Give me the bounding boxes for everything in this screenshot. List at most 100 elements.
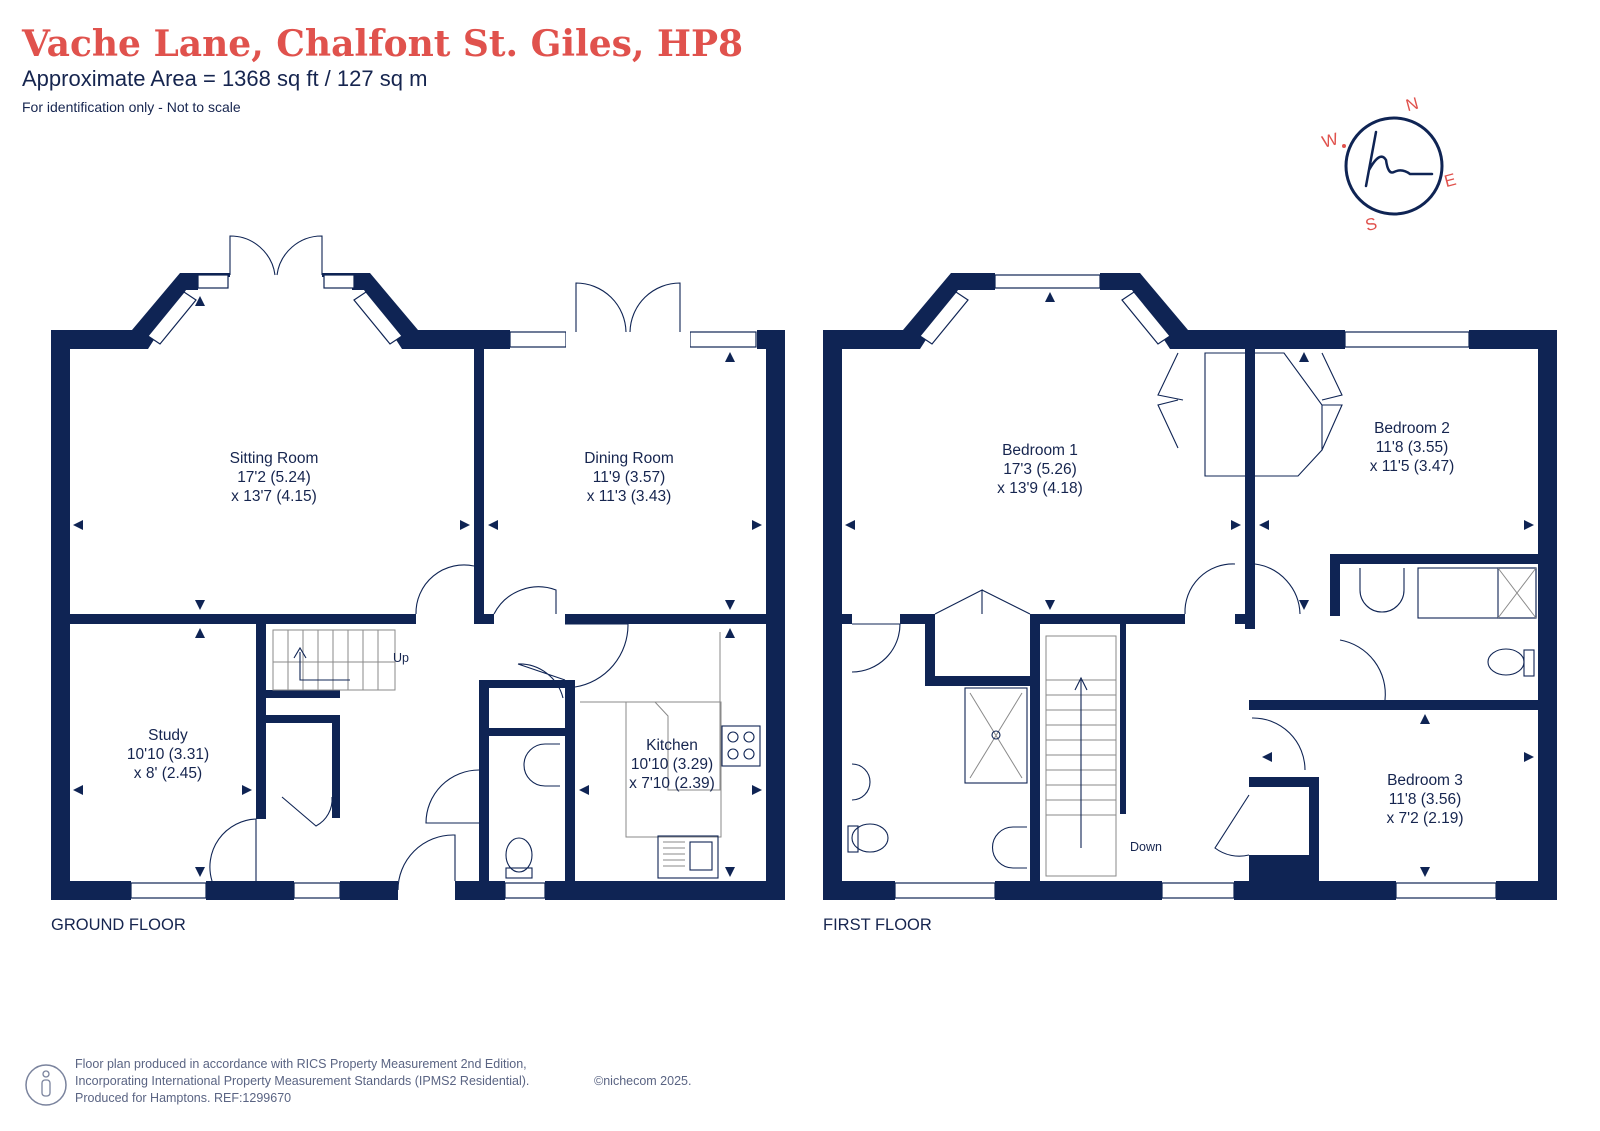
ff-shower-icon (964, 687, 1028, 784)
bedroom-2-dim1: 11'8 (3.55) (1376, 439, 1448, 456)
ff-ensuite-toilet-icon (1487, 648, 1525, 676)
ff-north-wall-right (1469, 330, 1557, 349)
ff-bathroom-window (894, 882, 996, 899)
gf-study-window (130, 882, 207, 899)
kitchen-dim1: 10'10 (3.29) (631, 756, 713, 773)
ff-bathroom-bidet-icon (851, 763, 871, 801)
bedroom-2-dim2: x 11'5 (3.47) (1370, 458, 1455, 475)
gf-cupboard-door (281, 796, 333, 827)
compass-ring (1344, 116, 1444, 216)
gf-hall-window (293, 882, 341, 899)
ff-bed3-door (1251, 717, 1306, 771)
gf-dining-door (493, 586, 557, 615)
sitting-room-dim1: 17'2 (5.24) (237, 469, 311, 486)
gf-dining-window-right (689, 331, 757, 348)
ff-bed3-west-wall (1309, 777, 1319, 900)
gf-dining-french-doors (575, 282, 681, 333)
ff-bed2-window (1344, 331, 1470, 348)
gf-sitting-french-doors (229, 235, 323, 276)
compass-dot (1342, 144, 1346, 148)
approximate-area: Approximate Area = 1368 sq ft / 127 sq m (22, 66, 427, 91)
ff-bay-window-left (919, 291, 969, 345)
ff-ensuite-basin-icon (1359, 568, 1405, 613)
gf-wc-toilet-icon (505, 837, 533, 873)
gf-kitchen-door (565, 623, 629, 688)
ff-bath-icon (1417, 567, 1537, 619)
footer-line-1: Floor plan produced in accordance with R… (75, 1057, 527, 1071)
gf-bay-window-right (353, 291, 403, 345)
bedroom-3-name: Bedroom 3 (1387, 772, 1463, 789)
gf-dining-kitchen-wall (565, 614, 766, 624)
bedroom-1-dim2: x 13'9 (4.18) (997, 480, 1083, 497)
footer: Floor plan produced in accordance with R… (25, 1057, 691, 1106)
gf-study-east-wall (256, 624, 266, 819)
gf-south-wall-1 (51, 881, 131, 900)
ff-bed1-bed2-wall (1245, 349, 1255, 629)
ff-east-wall (1538, 330, 1557, 900)
ff-west-wall (823, 330, 842, 900)
footer-line-2: Incorporating International Property Mea… (75, 1074, 529, 1088)
study-name: Study (148, 727, 188, 744)
dining-room-name: Dining Room (584, 450, 674, 467)
identification-note: For identification only - Not to scale (22, 99, 241, 115)
ff-bed3-window (1395, 882, 1497, 899)
gf-dimension-arrows (73, 296, 762, 877)
ff-bed1-door (1184, 563, 1236, 615)
ff-staircase (1045, 635, 1117, 877)
ff-bay-right (1100, 273, 1188, 349)
study-dim2: x 8' (2.45) (134, 765, 202, 782)
gf-front-door (397, 834, 456, 891)
bedroom-2-name: Bedroom 2 (1374, 420, 1450, 437)
gf-hob-icon (721, 725, 761, 767)
ff-airing-cupboard-door (1214, 794, 1250, 857)
footer-line-3: Produced for Hamptons. REF:1299670 (75, 1091, 291, 1105)
ff-wardrobe-doors-bed2 (1321, 352, 1343, 451)
gf-wc-door (425, 769, 480, 824)
compass-south: S (1363, 214, 1379, 235)
gf-dining-window-left (509, 331, 567, 348)
compass-logo: N E S W (1320, 94, 1458, 235)
bedroom-1-dim1: 17'3 (5.26) (1003, 461, 1077, 478)
gf-bay-right (352, 273, 418, 349)
gf-study-door (209, 818, 257, 882)
kitchen-name: Kitchen (646, 737, 698, 754)
gf-sitting-study-wall (70, 614, 416, 624)
ff-bed2-door (1254, 563, 1301, 615)
sitting-room-name: Sitting Room (230, 450, 319, 467)
ff-bay-window-centre (994, 274, 1101, 289)
ground-floor: Up (51, 235, 785, 900)
gf-north-wall-left (51, 330, 140, 349)
gf-wc-window (504, 882, 546, 899)
gf-north-wall-mid (410, 330, 510, 349)
ff-ensuite-door (1339, 639, 1386, 701)
ff-stairs-label: Down (1130, 840, 1162, 854)
dining-room-dim1: 11'9 (3.57) (593, 469, 665, 486)
gf-wc-west-wall (479, 680, 489, 900)
ff-dimension-arrows (845, 292, 1534, 877)
ground-floor-label: GROUND FLOOR (51, 916, 186, 934)
ff-cupboard-doors (934, 589, 1031, 615)
ff-bed3-north-wall (1249, 700, 1538, 710)
ff-bathroom-basin-icon (991, 826, 1027, 869)
gf-wc-basin-icon (523, 743, 560, 787)
compass-west: W (1320, 129, 1340, 152)
gf-bay-window-left (147, 291, 197, 345)
ff-north-wall-left (823, 330, 911, 349)
gf-stairs-label: Up (393, 651, 409, 665)
gf-store-door (517, 663, 566, 699)
ff-wardrobe-doors-bed1 (1157, 352, 1184, 449)
ff-landing-window (1161, 882, 1235, 899)
footer-copyright: ©nichecom 2025. (594, 1074, 691, 1088)
ff-bathroom-east-wall (1030, 624, 1040, 900)
gf-north-wall-right (757, 330, 785, 349)
ff-ensuite-north-wall (1330, 554, 1538, 564)
first-floor-label: FIRST FLOOR (823, 916, 932, 934)
gf-kitchen-west-wall (565, 680, 575, 900)
gf-sink-icon (657, 835, 719, 879)
compass-north: N (1404, 94, 1421, 116)
page-title: Vache Lane, Chalfont St. Giles, HP8 (21, 23, 743, 65)
ff-wardrobe-bed1 (1204, 352, 1323, 477)
kitchen-dim2: x 7'10 (2.39) (629, 775, 715, 792)
gf-west-wall (51, 330, 70, 900)
